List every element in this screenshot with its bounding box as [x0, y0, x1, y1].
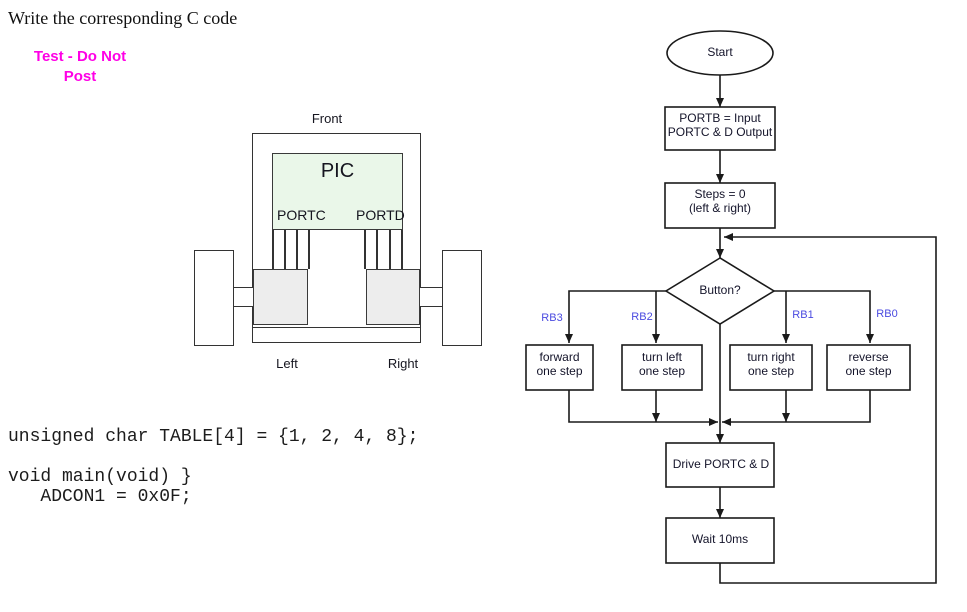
left-axle [233, 287, 255, 307]
left-wheel [194, 250, 234, 346]
decision-label: Button? [699, 283, 741, 297]
flowchart-canvas [525, 30, 937, 584]
portc-pin-line [284, 230, 286, 269]
branch-rb3-connector [565, 290, 666, 343]
page-title: Write the corresponding C code [8, 8, 238, 28]
reverse-box-label: reverse one step [845, 350, 892, 378]
portc-pin-line [272, 230, 274, 269]
branch-rb0-connector [774, 290, 874, 343]
forward-box [525, 344, 594, 391]
right-wheel-label: Right [387, 356, 419, 371]
pin-label-rb0: RB0 [876, 308, 898, 320]
front-label: Front [311, 111, 343, 126]
code-line [8, 447, 418, 467]
left-motor-box [253, 269, 308, 325]
pic-chip-box [272, 153, 403, 230]
steps-box-label: Steps = 0 (left & right) [688, 187, 751, 215]
start-label: Start [707, 45, 733, 59]
portd-pin-line [389, 230, 391, 269]
portd-pin-line [376, 230, 378, 269]
portd-label: PORTD [356, 207, 405, 223]
right-motor-box [366, 269, 420, 325]
steps-process-box [664, 182, 776, 229]
turn-right-box [729, 344, 813, 391]
turn-right-box-label: turn right one step [747, 350, 795, 378]
c-code-block: unsigned char TABLE[4] = {1, 2, 4, 8}; v… [8, 427, 418, 507]
pin-label-rb2: RB2 [631, 311, 653, 323]
init-box-label: PORTB = Input PORTC & D Output [667, 111, 773, 139]
warning-line-1: Test - Do Not [33, 48, 127, 65]
turn-left-box-label: turn left one step [638, 350, 686, 378]
code-line: void main(void) } [8, 467, 192, 487]
pin-label-rb3: RB3 [541, 312, 563, 324]
portd-pin-line [401, 230, 403, 269]
code-line: unsigned char TABLE[4] = {1, 2, 4, 8}; [8, 427, 419, 447]
pin-label-rb1: RB1 [792, 309, 814, 321]
pic-label: PIC [320, 160, 355, 182]
merge-connector [568, 390, 718, 426]
right-wheel [442, 250, 482, 346]
right-axle [419, 287, 443, 307]
portc-pin-line [308, 230, 310, 269]
forward-box-label: forward one step [536, 350, 583, 378]
loop-connector [719, 233, 937, 584]
warning-text: Test - Do Not Post [18, 47, 142, 87]
portd-pin-line [364, 230, 366, 269]
init-process-box [664, 106, 776, 151]
left-wheel-label: Left [276, 356, 298, 371]
portc-label: PORTC [277, 207, 326, 223]
portc-pin-line [296, 230, 298, 269]
reverse-box [826, 344, 911, 391]
code-line: ADCON1 = 0x0F; [8, 487, 192, 507]
wait-process-box [665, 517, 775, 564]
robot-body-rear-line [252, 327, 421, 328]
drive-box-label: Drive PORTC & D [672, 457, 770, 471]
warning-line-2: Post [63, 68, 97, 85]
wait-box-label: Wait 10ms [691, 532, 749, 546]
turn-left-box [621, 344, 703, 391]
merge-connector [722, 390, 871, 426]
drive-process-box [665, 442, 775, 488]
